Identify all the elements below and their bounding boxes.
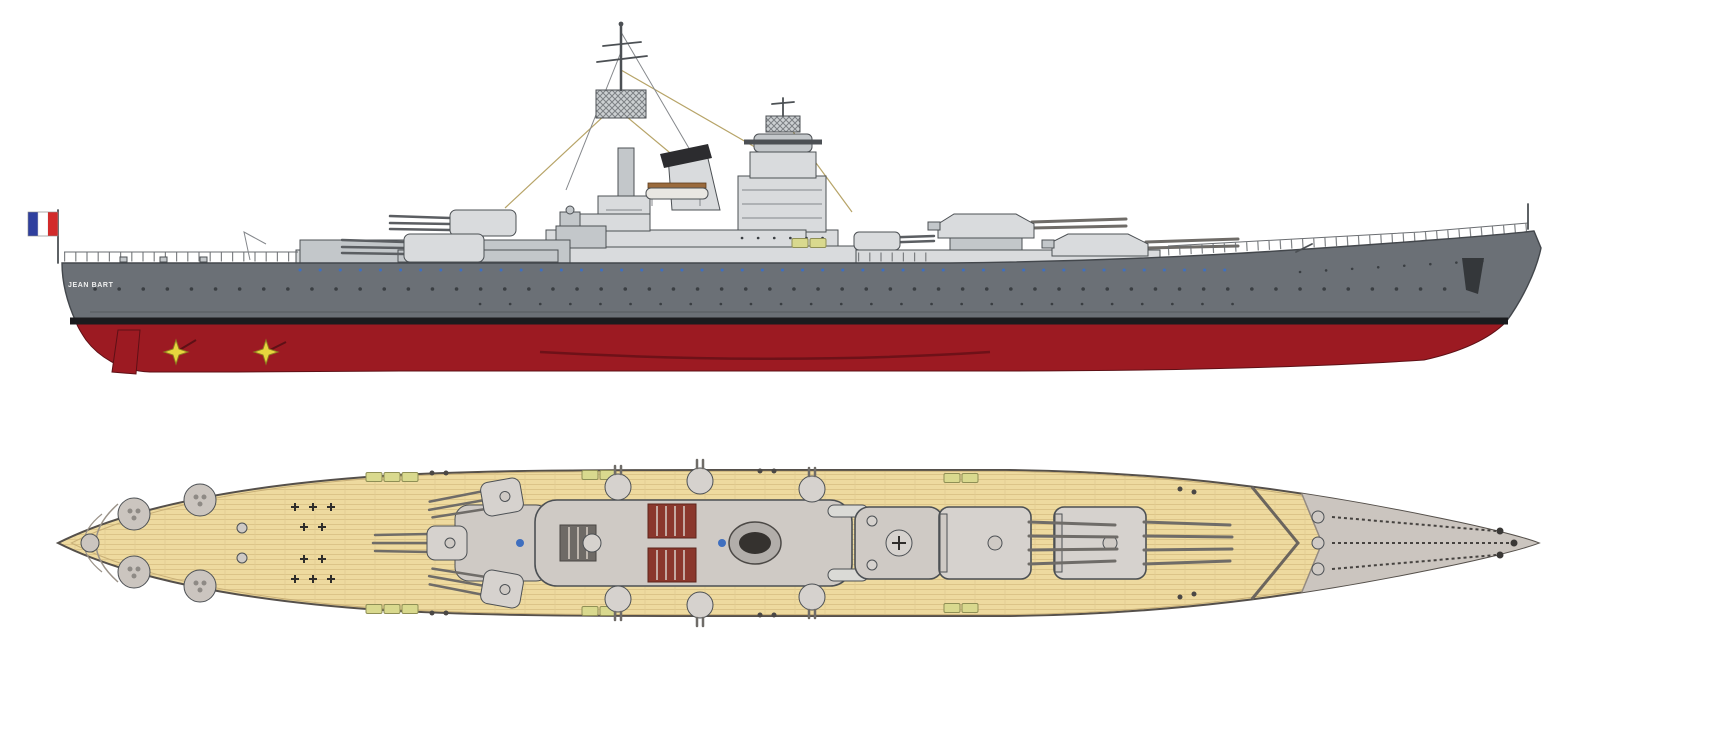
lower-hull-red [75,321,1508,373]
bollard-pairs [429,468,1197,618]
mainmast [595,21,651,247]
boiler-intake-grating [647,503,697,539]
french-flag-icon [27,211,59,237]
forward-tower-plan [854,506,944,580]
main-turret-2 [927,213,1128,251]
hull-side: JEAN BART [61,203,1542,375]
funnel [660,144,721,211]
turret-rangefinder [1041,239,1055,249]
stern-fittings [119,231,267,263]
director-plan [582,533,602,553]
capstan-icon [236,552,248,564]
capstan-icon [1311,510,1325,524]
breakwater-plan [1250,486,1300,600]
anchor-icon [1462,258,1484,294]
capstan-icon [236,522,248,534]
deck-railings [64,222,1529,262]
superstructure-blocks [295,205,1161,264]
hawse-pipe [1510,539,1518,547]
deck-plan-view [55,458,1541,628]
ship-name: JEAN BART [68,282,114,289]
funnel-cap [660,144,712,168]
midship-deckhouse-plan [516,499,869,587]
stern-derrick [243,231,267,261]
hawse-pipe [1496,551,1504,559]
capstan-icon [1311,562,1325,576]
side-profile-view: JEAN BART [27,21,1542,375]
dual-purpose-mount [853,231,936,251]
turret-rangefinder [927,221,941,231]
capstan-icon [1311,536,1325,550]
liferaft-icon [809,238,827,248]
stern-plan-details [80,483,336,603]
rudder [111,329,141,375]
secondary-turrets-aft [299,209,571,264]
aa-gun-tub [117,497,151,531]
hawse-pipe [1496,527,1504,535]
director-radar-icon [765,115,801,133]
bilge-keel [539,350,991,360]
aa-gun-tub [183,483,217,517]
ensign [27,209,59,264]
anchor-chains [1311,510,1518,576]
radar-lattice-icon [595,89,647,119]
aa-gun-tub [117,555,151,589]
ships-boat [645,182,709,206]
breakwater [1295,243,1313,253]
aa-gun-tub [183,569,217,603]
boiler-intake-grating [647,547,697,583]
blue-fitting [718,539,726,547]
liferaft-icon [791,238,809,248]
blue-fitting [516,539,524,547]
funnel-opening [739,532,771,554]
main-turret-1 [1041,233,1240,257]
